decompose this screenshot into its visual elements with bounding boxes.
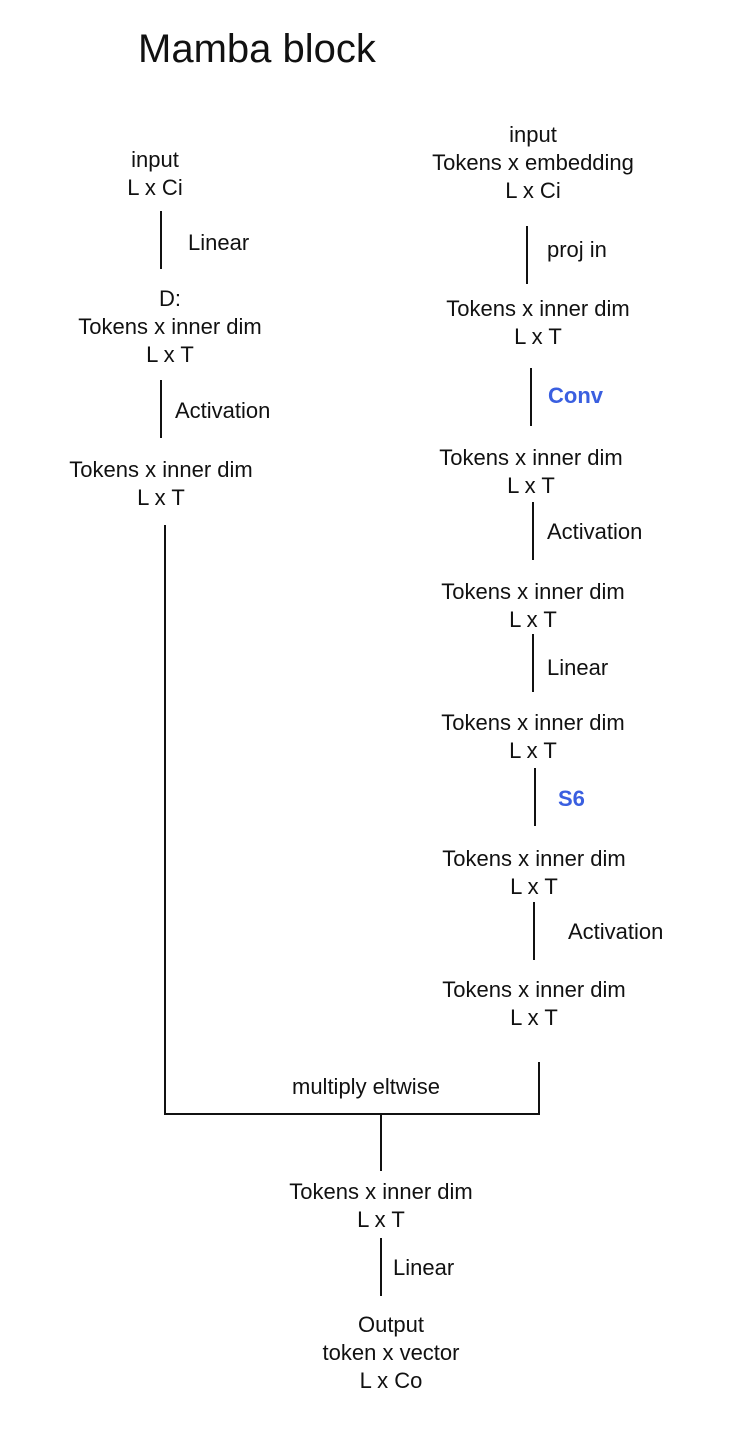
output-node: Output token x vector L x Co <box>323 1311 460 1395</box>
merge-horizontal-line <box>164 1113 540 1115</box>
connector-line <box>526 226 528 284</box>
node-line: Tokens x inner dim <box>442 846 626 871</box>
node-line: L x Ci <box>127 175 183 200</box>
node-line: input <box>131 147 179 172</box>
node-line: token x vector <box>322 1340 460 1365</box>
right-node-4: Tokens x inner dim L x T <box>441 709 624 765</box>
node-line: D: <box>158 286 181 311</box>
node-line: Output <box>357 1312 425 1337</box>
node-line: Tokens x inner dim <box>446 296 630 321</box>
edge-label-linear: Linear <box>393 1255 455 1280</box>
right-node-5: Tokens x inner dim L x T <box>442 845 625 901</box>
left-branch-long-line <box>164 525 166 1115</box>
edge-label-conv: Conv <box>548 383 603 408</box>
edge-label-activation: Activation <box>568 919 664 944</box>
right-node-1: Tokens x inner dim L x T <box>446 295 629 351</box>
edge-label-activation: Activation <box>547 519 643 544</box>
node-line: L x T <box>510 1005 558 1030</box>
node-line: L x T <box>507 473 555 498</box>
connector-line <box>532 502 534 560</box>
node-line: Tokens x inner dim <box>442 977 626 1002</box>
node-line: L x T <box>509 738 557 763</box>
node-line: L x T <box>146 342 194 367</box>
node-line: Tokens x inner dim <box>69 457 253 482</box>
right-node-6: Tokens x inner dim L x T <box>442 976 625 1032</box>
node-line: L x T <box>509 607 557 632</box>
node-line: L x T <box>514 324 562 349</box>
edge-label-linear: Linear <box>188 230 250 255</box>
edge-label-linear: Linear <box>547 655 609 680</box>
right-input-node: input Tokens x embedding L x Ci <box>432 121 634 205</box>
right-node-2: Tokens x inner dim L x T <box>439 444 622 500</box>
node-line: Tokens x embedding <box>432 150 634 175</box>
node-line: L x Co <box>359 1368 423 1393</box>
node-line: L x T <box>357 1207 405 1232</box>
node-line: Tokens x inner dim <box>289 1179 473 1204</box>
connector-line <box>534 768 536 826</box>
connector-line <box>533 902 535 960</box>
node-line: L x T <box>137 485 185 510</box>
node-line: Tokens x inner dim <box>439 445 623 470</box>
node-line: Tokens x inner dim <box>78 314 262 339</box>
node-line: L x Ci <box>505 178 561 203</box>
merge-label: multiply eltwise <box>292 1074 440 1099</box>
node-line: input <box>509 122 557 147</box>
right-branch-merge-line <box>538 1062 540 1115</box>
merged-node: Tokens x inner dim L x T <box>289 1178 472 1234</box>
edge-label-activation: Activation <box>175 398 271 423</box>
node-line: Tokens x inner dim <box>441 579 625 604</box>
connector-line <box>380 1113 382 1171</box>
connector-line <box>160 211 162 269</box>
left-d-node: D: Tokens x inner dim L x T <box>78 285 261 369</box>
node-line: Tokens x inner dim <box>441 710 625 735</box>
connector-line <box>532 634 534 692</box>
node-line: L x T <box>510 874 558 899</box>
edge-label-s6: S6 <box>558 786 585 811</box>
diagram-title: Mamba block <box>138 27 376 71</box>
edge-label-proj-in: proj in <box>547 237 607 262</box>
connector-line <box>530 368 532 426</box>
right-node-3: Tokens x inner dim L x T <box>441 578 624 634</box>
left-input-node: input L x Ci <box>127 146 182 202</box>
connector-line <box>160 380 162 438</box>
connector-line <box>380 1238 382 1296</box>
left-output-node: Tokens x inner dim L x T <box>69 456 252 512</box>
